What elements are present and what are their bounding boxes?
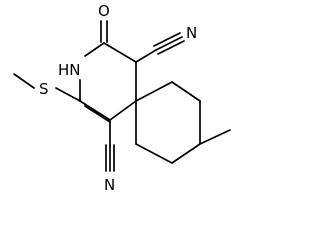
bond-c6-sulfur bbox=[55, 87, 81, 102]
atom-label-nitrile-top: N bbox=[186, 24, 197, 42]
bond-c2-c3 bbox=[103, 42, 137, 63]
molecule-structure: O HN N N S bbox=[13, 2, 231, 194]
bond-sulfur-methyl bbox=[13, 73, 35, 89]
bond-nitrile-top-2 bbox=[153, 32, 181, 47]
bond-cy1-cy2 bbox=[171, 81, 201, 102]
bond-c6-c5 bbox=[79, 100, 111, 121]
atom-label-oxygen: O bbox=[98, 2, 110, 20]
bond-c3-nitrile-carbon bbox=[135, 49, 157, 63]
bond-cy4-cy5 bbox=[135, 143, 173, 164]
bond-cy3-methyl bbox=[199, 129, 231, 145]
bond-c5-spiro bbox=[109, 100, 137, 121]
bond-nitrile-top-3 bbox=[157, 40, 185, 55]
bond-cy3-cy4 bbox=[171, 143, 201, 164]
bond-spiro-cy1 bbox=[135, 81, 173, 102]
atom-label-nh: HN bbox=[58, 61, 81, 79]
bond-c6-c5-double bbox=[84, 105, 111, 123]
bond-nitrile-top-1 bbox=[155, 36, 183, 51]
atom-label-nitrile-bottom: N bbox=[104, 176, 115, 194]
molecule-figure: O HN N N S bbox=[13, 2, 231, 194]
atom-label-sulfur: S bbox=[39, 80, 49, 98]
bond-c2-n1 bbox=[84, 42, 105, 57]
